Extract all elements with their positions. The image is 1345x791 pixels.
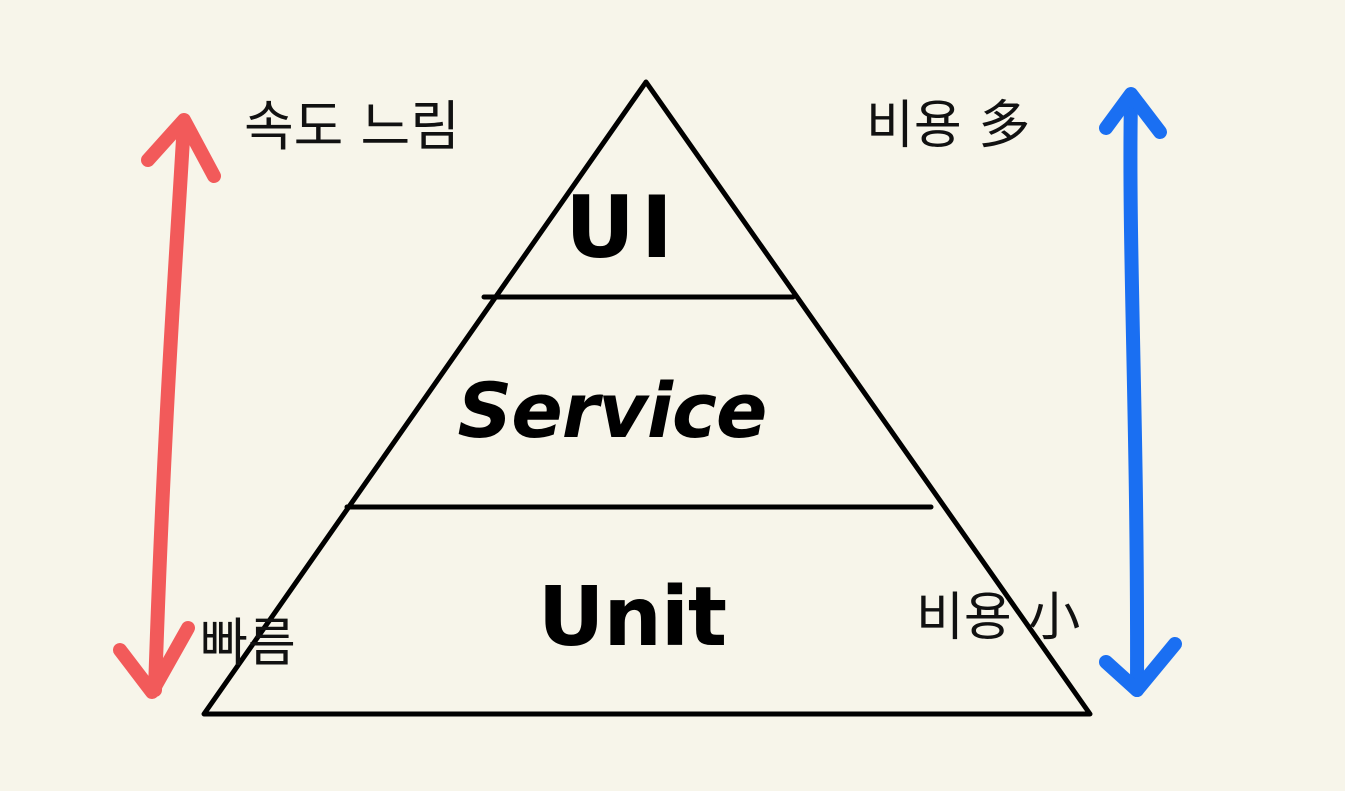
left-double-arrow bbox=[113, 113, 221, 699]
left-arrow-shaft bbox=[148, 115, 191, 697]
right-arrow-head-top bbox=[1099, 87, 1167, 139]
speed-slow-note: 속도 느림 bbox=[244, 95, 460, 158]
left-arrow-head-bottom bbox=[113, 621, 195, 699]
right-double-arrow bbox=[1099, 87, 1182, 697]
cost-low-note: 비용 小 bbox=[916, 588, 1081, 648]
left-arrow-head-top bbox=[141, 113, 221, 183]
layer-label-service: Service bbox=[457, 366, 768, 455]
right-arrow-head-bottom bbox=[1099, 637, 1182, 697]
layer-label-ui: UI bbox=[565, 178, 679, 278]
cost-high-note: 비용 多 bbox=[866, 96, 1031, 156]
pyramid-outline bbox=[201, 79, 1093, 717]
layer-label-unit: Unit bbox=[537, 570, 727, 665]
right-arrow-shaft bbox=[1123, 89, 1145, 697]
speed-fast-note: 빠름 bbox=[200, 614, 296, 674]
